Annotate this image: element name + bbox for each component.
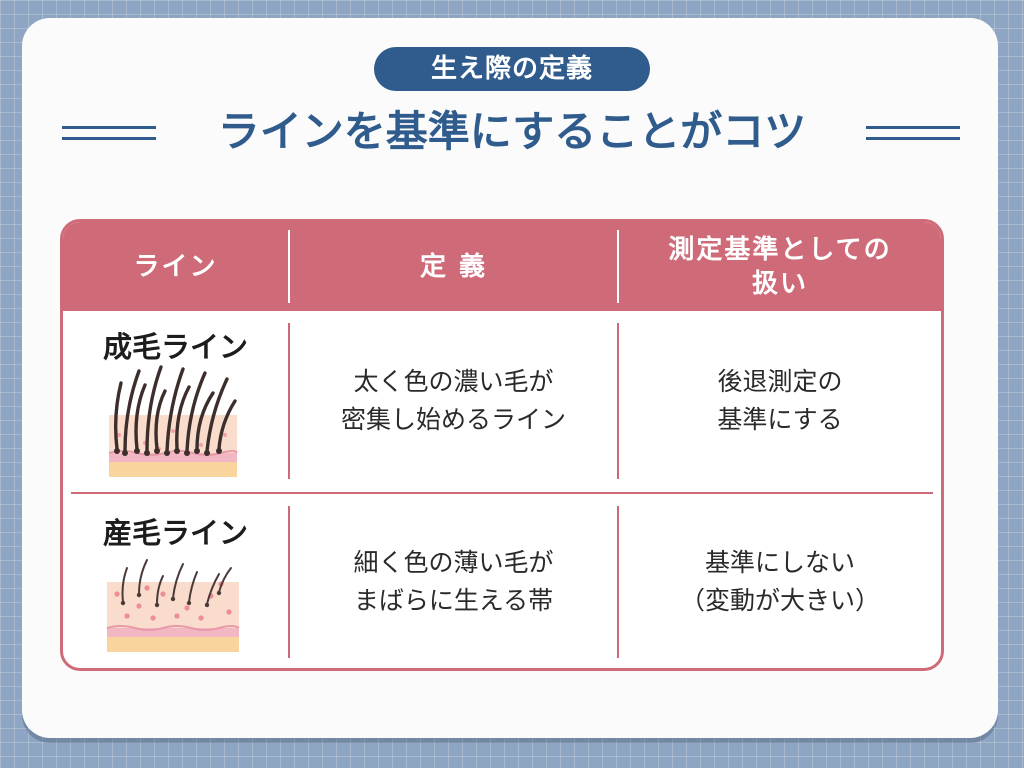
column-divider	[288, 506, 290, 658]
row-treatment: 後退測定の 基準にする	[619, 323, 941, 479]
definition-line: 密集し始めるライン	[340, 405, 566, 434]
column-header-treatment-line1: 測定基準としての	[668, 234, 892, 265]
treatment-line: 基準にしない	[704, 548, 855, 577]
column-divider	[617, 323, 619, 479]
title-decoration-right	[866, 126, 960, 140]
section-label-pill: 生え際の定義	[374, 47, 650, 91]
column-header-treatment: 測定基準としての 扱い	[619, 222, 941, 311]
title-decoration-left	[62, 126, 156, 140]
vellus-hair-skin-icon	[106, 559, 240, 652]
row-treatment: 基準にしない （変動が大きい）	[619, 506, 941, 658]
treatment-line: （変動が大きい）	[679, 586, 880, 615]
terminal-hair-skin-icon	[108, 365, 238, 477]
header-divider	[288, 230, 290, 303]
definition-line: まばらに生える帯	[353, 586, 554, 615]
treatment-line: 基準にする	[717, 405, 843, 434]
row-line-name: 産毛ライン	[102, 516, 248, 550]
definition-line: 太く色の濃い毛が	[353, 367, 554, 396]
column-header-line: ライン	[133, 251, 218, 282]
treatment-line: 後退測定の	[717, 367, 843, 396]
column-divider	[617, 506, 619, 658]
table-header: ライン 定 義 測定基準としての 扱い	[63, 222, 941, 311]
definition-line: 細く色の薄い毛が	[353, 548, 554, 577]
row-definition: 細く色の薄い毛が まばらに生える帯	[290, 506, 617, 658]
row-divider	[71, 492, 933, 494]
column-header-treatment-line2: 扱い	[751, 268, 808, 299]
definition-table: ライン 定 義 測定基準としての 扱い 成毛ライン	[60, 219, 944, 671]
column-header-definition: 定 義	[419, 251, 488, 282]
page-title: ラインを基準にすることがコツ	[217, 107, 807, 156]
column-divider	[288, 323, 290, 479]
row-line-name: 成毛ライン	[102, 330, 248, 364]
row-definition: 太く色の濃い毛が 密集し始めるライン	[290, 323, 617, 479]
header-divider	[617, 230, 619, 303]
